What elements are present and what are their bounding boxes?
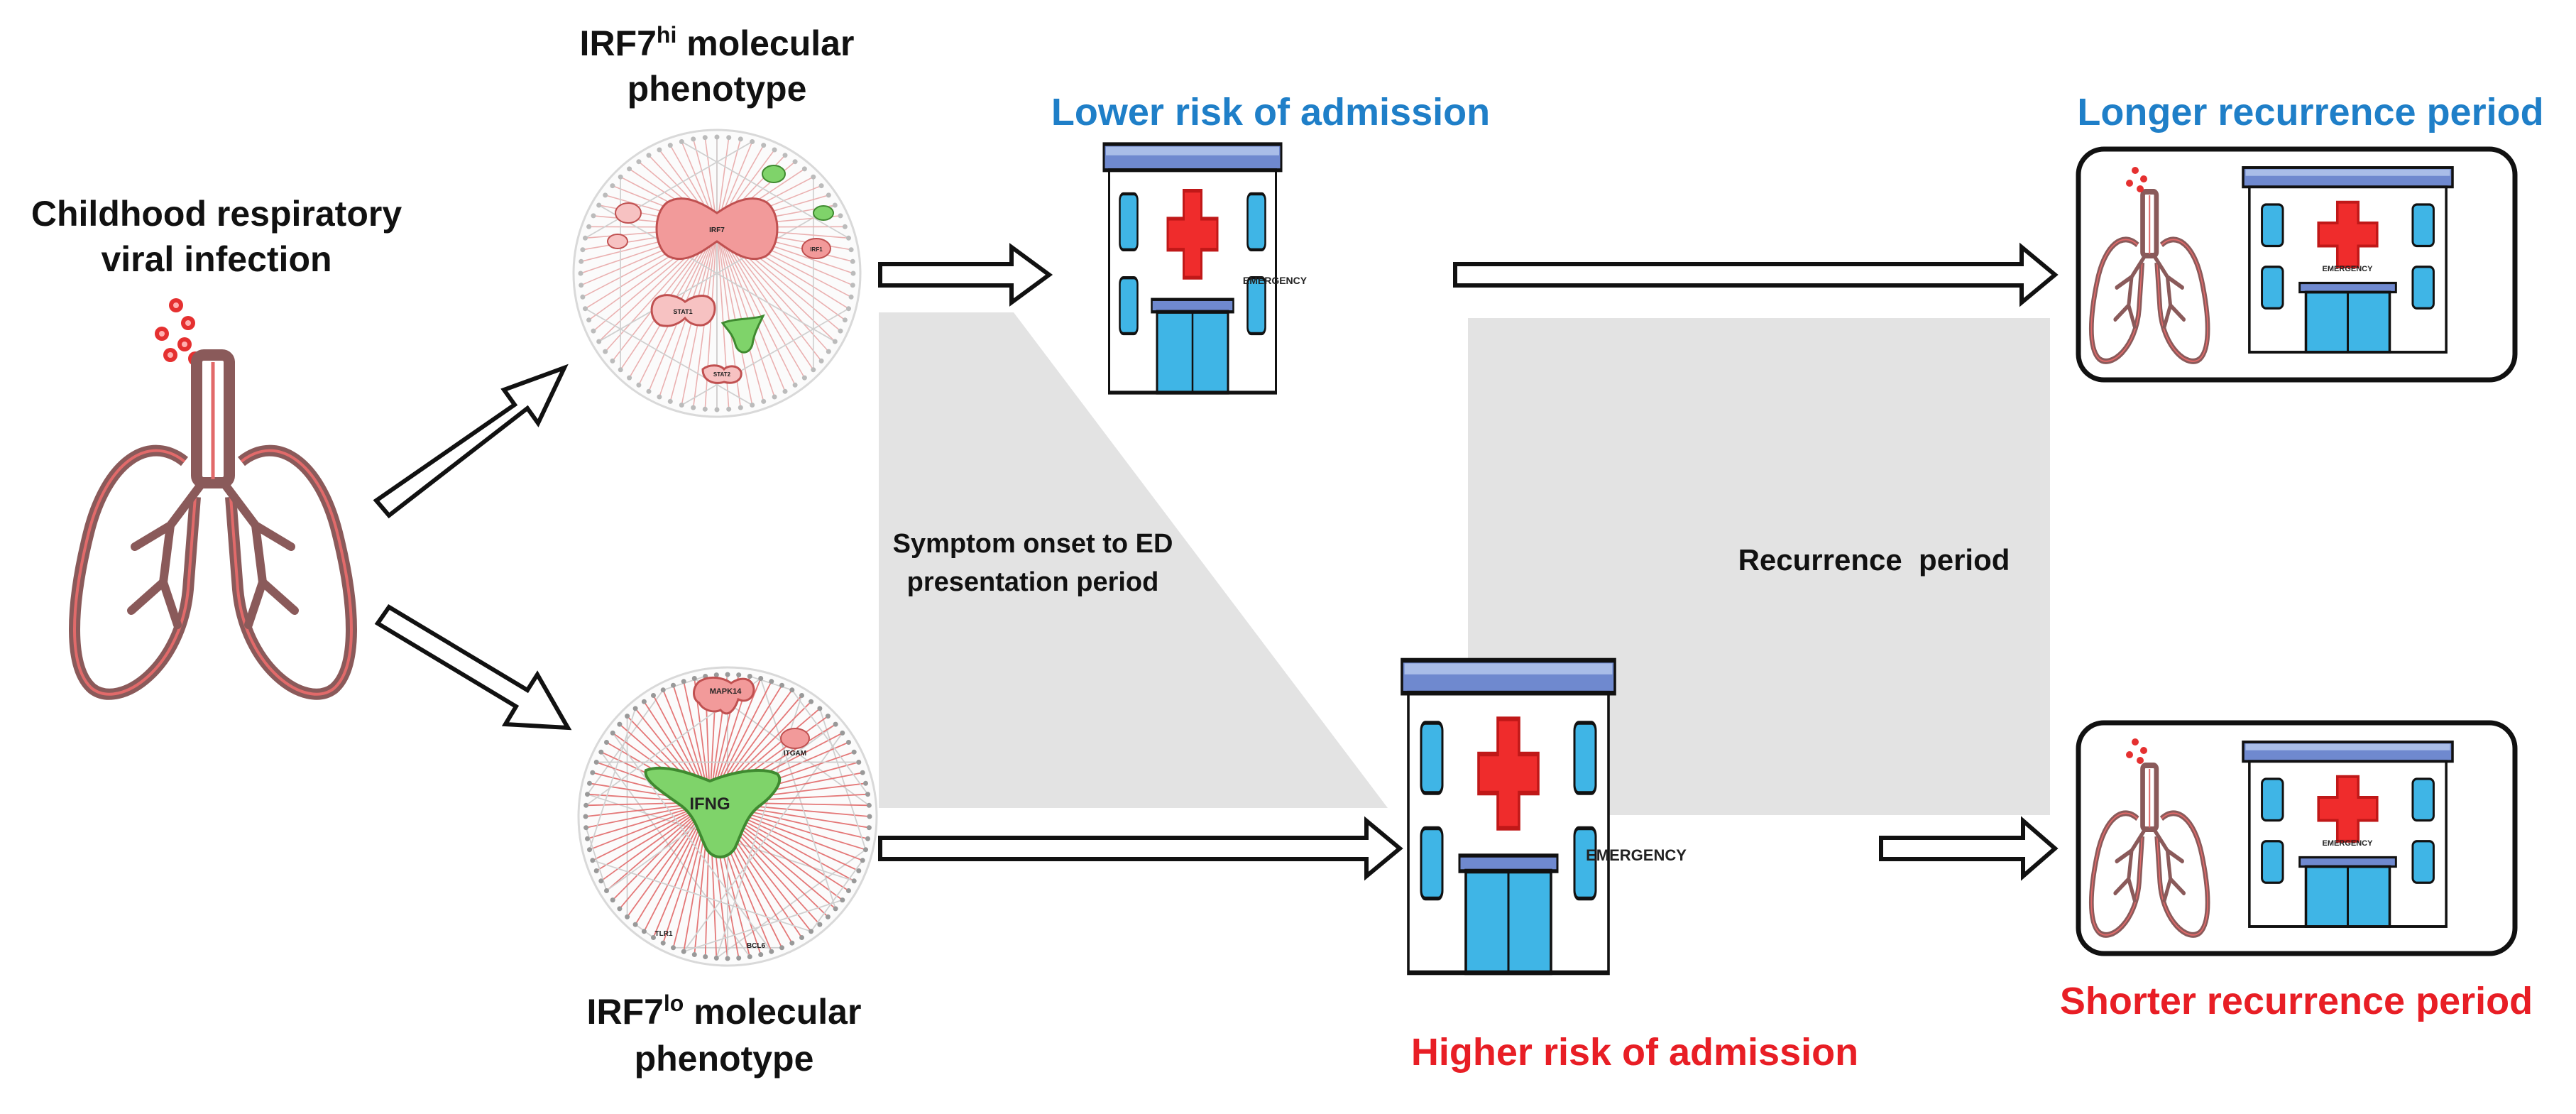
hospital-icon-higher [1402, 660, 1615, 973]
irflo-node-bcl6: BCL6 [747, 942, 766, 950]
infection-label-line2: viral infection [101, 239, 331, 279]
hospital-icon-shorter [2242, 741, 2454, 928]
network-hi-icon: IRF7 STAT1 STAT2 IRF1 [572, 129, 862, 418]
irf7hi-node-irf7: IRF7 [709, 226, 725, 234]
arrow-to-lower-admission [878, 243, 1053, 307]
irf7lo-label-line2: phenotype [635, 1039, 814, 1078]
hospital-longer-sign: EMERGENCY [2323, 265, 2374, 273]
onset-period-line2: presentation period [907, 567, 1159, 597]
irf7lo-suffix: molecular [684, 992, 861, 1032]
hospital-icon-lower [1104, 144, 1281, 393]
irflo-node-itgam: ITGAM [784, 750, 806, 758]
lower-admission-label: Lower risk of admission [1051, 91, 1490, 133]
arrow-to-shorter-recurrence [1879, 816, 2059, 881]
irf7hi-prefix: IRF7 [580, 23, 657, 63]
shorter-recurrence-label: Shorter recurrence period [2060, 980, 2533, 1022]
hospital-higher-sign: EMERGENCY [1586, 846, 1687, 864]
irflo-node-ifng: IFNG [689, 794, 730, 814]
recurrence-period-label: Recurrence period [1738, 543, 2010, 577]
irf7hi-node-irf1: IRF1 [810, 246, 823, 253]
irf7hi-node-stat1: STAT1 [673, 308, 692, 315]
hospital-shorter-sign: EMERGENCY [2323, 839, 2374, 848]
irf7hi-suffix: molecular [676, 23, 854, 63]
irflo-node-mapk14: MAPK14 [710, 687, 742, 696]
infection-label-line1: Childhood respiratory [31, 194, 402, 234]
irf7lo-prefix: IRF7 [587, 992, 664, 1032]
irf7lo-label-line1: IRF7lo molecular [587, 990, 862, 1032]
arrow-to-longer-recurrence [1453, 242, 2059, 307]
irflo-node-tlr1: TLR1 [655, 930, 673, 938]
longer-recurrence-label: Longer recurrence period [2077, 91, 2543, 133]
hospital-lower-sign: EMERGENCY [1243, 275, 1308, 286]
onset-period-band [879, 312, 1388, 808]
irf7lo-sup: lo [664, 990, 684, 1016]
virus-particles-icon-shorter [2126, 738, 2147, 764]
lungs-icon [75, 355, 351, 694]
arrow-to-irf7lo [374, 604, 572, 731]
arrow-to-irf7hi [373, 364, 569, 519]
arrow-to-higher-admission [878, 816, 1403, 881]
virus-particles-icon-longer [2126, 167, 2147, 192]
hospital-icon-longer [2242, 166, 2454, 354]
irf7hi-label-line1: IRF7hi molecular [580, 22, 855, 63]
irf7hi-sup: hi [657, 22, 676, 48]
irf7hi-label-line2: phenotype [627, 69, 807, 109]
network-lo-icon: IFNG MAPK14 ITGAM TLR1 BCL6 [577, 666, 878, 967]
onset-period-line1: Symptom onset to ED [893, 529, 1173, 559]
irf7hi-node-stat2: STAT2 [713, 371, 731, 378]
higher-admission-label: Higher risk of admission [1411, 1031, 1858, 1074]
